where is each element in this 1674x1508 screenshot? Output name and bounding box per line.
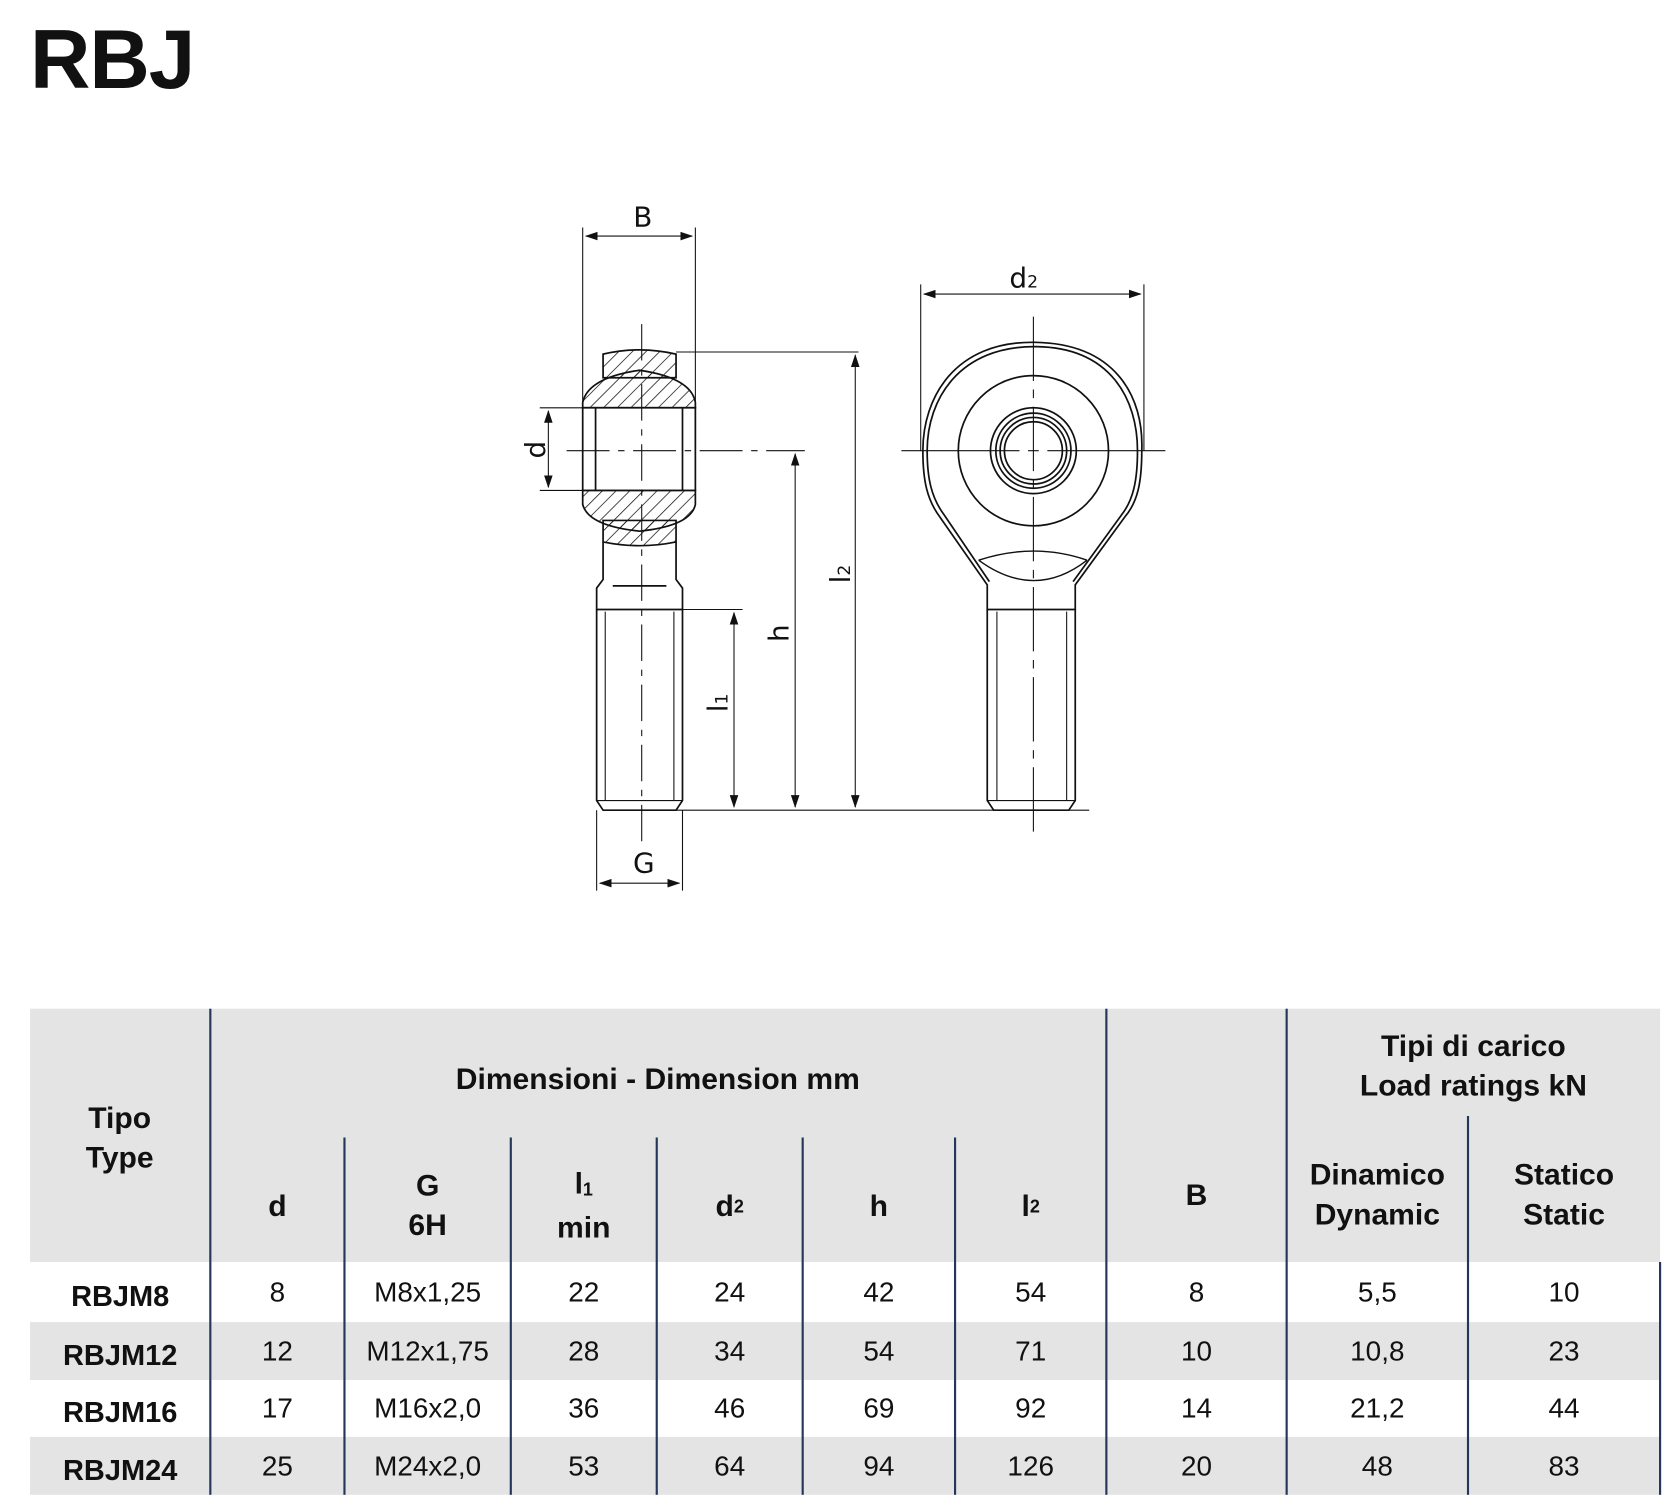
header-load-ratings: Tipi di carico Load ratings kN — [1287, 1025, 1660, 1107]
col-header-l1-min: min — [557, 1210, 611, 1244]
cell-type: RBJM12 — [63, 1338, 178, 1371]
cell-type: RBJM16 — [63, 1396, 178, 1429]
cell-l2: 126 — [1007, 1449, 1054, 1482]
dim-label-l1: l1 — [702, 694, 735, 713]
cell-dynamic: 5,5 — [1357, 1275, 1397, 1308]
cell-G: M8x1,25 — [374, 1275, 482, 1308]
front-view — [901, 284, 1168, 832]
cell-type: RBJM24 — [63, 1453, 178, 1486]
divider — [1285, 1008, 1288, 1495]
cell-G: M24x2,0 — [374, 1449, 482, 1482]
col-header-static-it: Statico — [1513, 1157, 1615, 1192]
col-header-B: B — [1185, 1177, 1208, 1211]
cell-d: 8 — [269, 1275, 286, 1308]
col-header-dynamic: Dinamico Dynamic — [1287, 1137, 1468, 1251]
dim-label-G: G — [633, 846, 655, 879]
col-header-static-en: Static — [1523, 1197, 1605, 1231]
cell-h: 69 — [863, 1391, 895, 1425]
header-load-it: Tipi di carico — [1380, 1029, 1566, 1063]
cell-d: 17 — [261, 1391, 293, 1425]
cell-l2: 92 — [1015, 1391, 1047, 1425]
col-header-l1-label: l1 — [574, 1166, 593, 1200]
cell-l2: 54 — [1015, 1275, 1047, 1308]
col-header-G: G 6H — [344, 1148, 510, 1262]
cell-l1: 22 — [568, 1275, 600, 1308]
cell-h: 42 — [863, 1275, 895, 1308]
header-type-it: Tipo — [88, 1101, 152, 1135]
cell-G: M16x2,0 — [374, 1391, 482, 1425]
cell-d2: 34 — [714, 1334, 746, 1367]
cell-static: 83 — [1548, 1449, 1580, 1482]
cell-d: 25 — [261, 1449, 293, 1482]
cell-l1: 53 — [568, 1449, 600, 1482]
cell-static: 23 — [1548, 1334, 1580, 1367]
header-dimensions: Dimensioni - Dimension mm — [455, 1061, 860, 1096]
divider — [1466, 1116, 1470, 1495]
cell-d2: 46 — [714, 1391, 746, 1425]
col-header-G-label: G — [415, 1168, 440, 1202]
cell-type: RBJM8 — [71, 1279, 170, 1312]
col-header-static: Statico Static — [1468, 1137, 1660, 1251]
cell-dynamic: 10,8 — [1350, 1334, 1405, 1367]
cell-B: 10 — [1180, 1334, 1213, 1367]
rod-end-technical-drawing: B G d2 d h l2 l1 — [519, 200, 1168, 891]
divider — [655, 1137, 658, 1495]
dim-label-l2: l2 — [824, 565, 857, 584]
cell-B: 8 — [1188, 1275, 1205, 1308]
cell-l2: 71 — [1015, 1334, 1047, 1367]
side-view — [539, 227, 1090, 891]
divider — [343, 1137, 346, 1495]
divider — [509, 1137, 512, 1495]
cell-l1: 28 — [568, 1334, 600, 1367]
cell-d: 12 — [261, 1334, 293, 1367]
cell-d2: 24 — [714, 1275, 746, 1308]
col-header-G-tolerance: 6H — [408, 1208, 447, 1242]
col-header-h: h — [869, 1188, 889, 1222]
divider — [1659, 1261, 1662, 1495]
header-load-en: Load ratings kN — [1359, 1068, 1587, 1103]
col-header-d: d — [268, 1188, 287, 1222]
cell-h: 94 — [863, 1449, 895, 1482]
row-stripe — [30, 1436, 1661, 1495]
col-header-dynamic-it: Dinamico — [1309, 1157, 1445, 1192]
header-type-en: Type — [85, 1140, 154, 1174]
dim-label-h: h — [763, 624, 796, 642]
col-header-dynamic-en: Dynamic — [1314, 1197, 1440, 1231]
divider — [209, 1008, 212, 1495]
cell-h: 54 — [863, 1334, 895, 1367]
dim-label-d2: d2 — [1009, 262, 1038, 295]
product-title: RBJ — [30, 11, 195, 107]
header-type: Tipo Type — [30, 1073, 209, 1202]
cell-d2: 64 — [714, 1449, 746, 1482]
cell-G: M12x1,75 — [366, 1334, 489, 1367]
cell-dynamic: 48 — [1361, 1449, 1393, 1482]
cell-B: 14 — [1180, 1391, 1213, 1425]
dim-label-B: B — [633, 200, 652, 233]
cell-B: 20 — [1180, 1449, 1213, 1482]
table-header-bg — [30, 1008, 1661, 1262]
dim-label-d: d — [519, 441, 552, 459]
cell-static: 10 — [1548, 1275, 1580, 1308]
col-header-l1: l1 min — [511, 1148, 657, 1262]
divider — [801, 1137, 804, 1495]
row-stripe — [30, 1322, 1661, 1381]
divider — [953, 1137, 957, 1495]
divider — [1105, 1008, 1108, 1495]
cell-dynamic: 21,2 — [1350, 1391, 1405, 1425]
cell-l1: 36 — [568, 1391, 600, 1425]
cell-static: 44 — [1548, 1391, 1580, 1425]
